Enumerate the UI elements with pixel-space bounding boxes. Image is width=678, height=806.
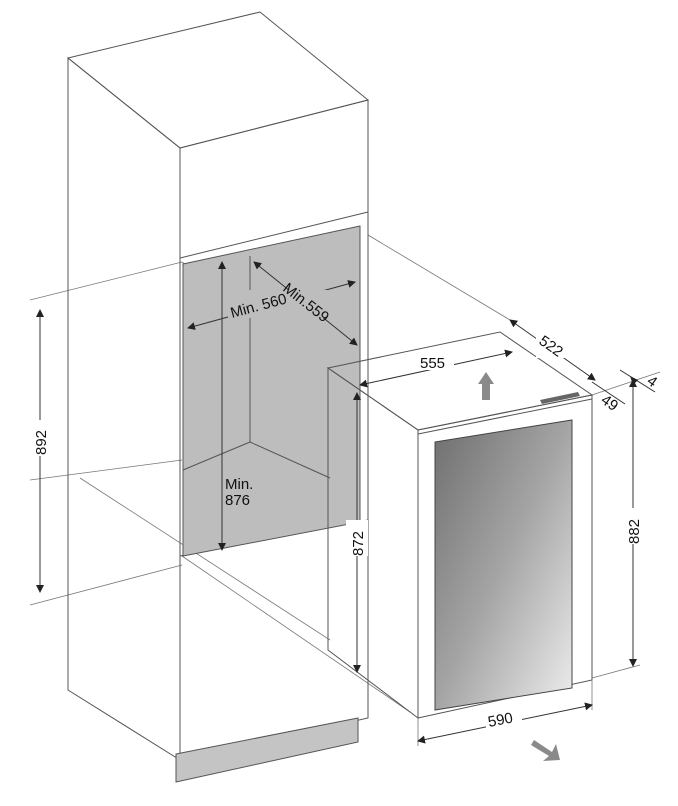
- airflow-arrow-icon: [531, 740, 560, 761]
- width-front-label: 590: [487, 709, 515, 730]
- door-thickness-label: 49: [598, 391, 621, 414]
- niche-height-min: Min.: [225, 476, 253, 493]
- body-height-label: 872: [350, 531, 367, 556]
- width-top-label: 555: [420, 355, 445, 372]
- opening-height-label: 892: [33, 430, 50, 455]
- glass-door: [434, 419, 573, 711]
- plinth-vent: [175, 717, 359, 783]
- total-height-label: 882: [626, 519, 643, 544]
- up-arrow-icon: [478, 372, 494, 400]
- appliance-dimensions: 555 522 49 4 872 882 590: [346, 319, 661, 746]
- control-panel: [540, 392, 580, 404]
- niche-height-value: 876: [225, 492, 250, 509]
- handle-gap-label: 4: [644, 372, 661, 391]
- tall-cabinet: [66, 11, 370, 783]
